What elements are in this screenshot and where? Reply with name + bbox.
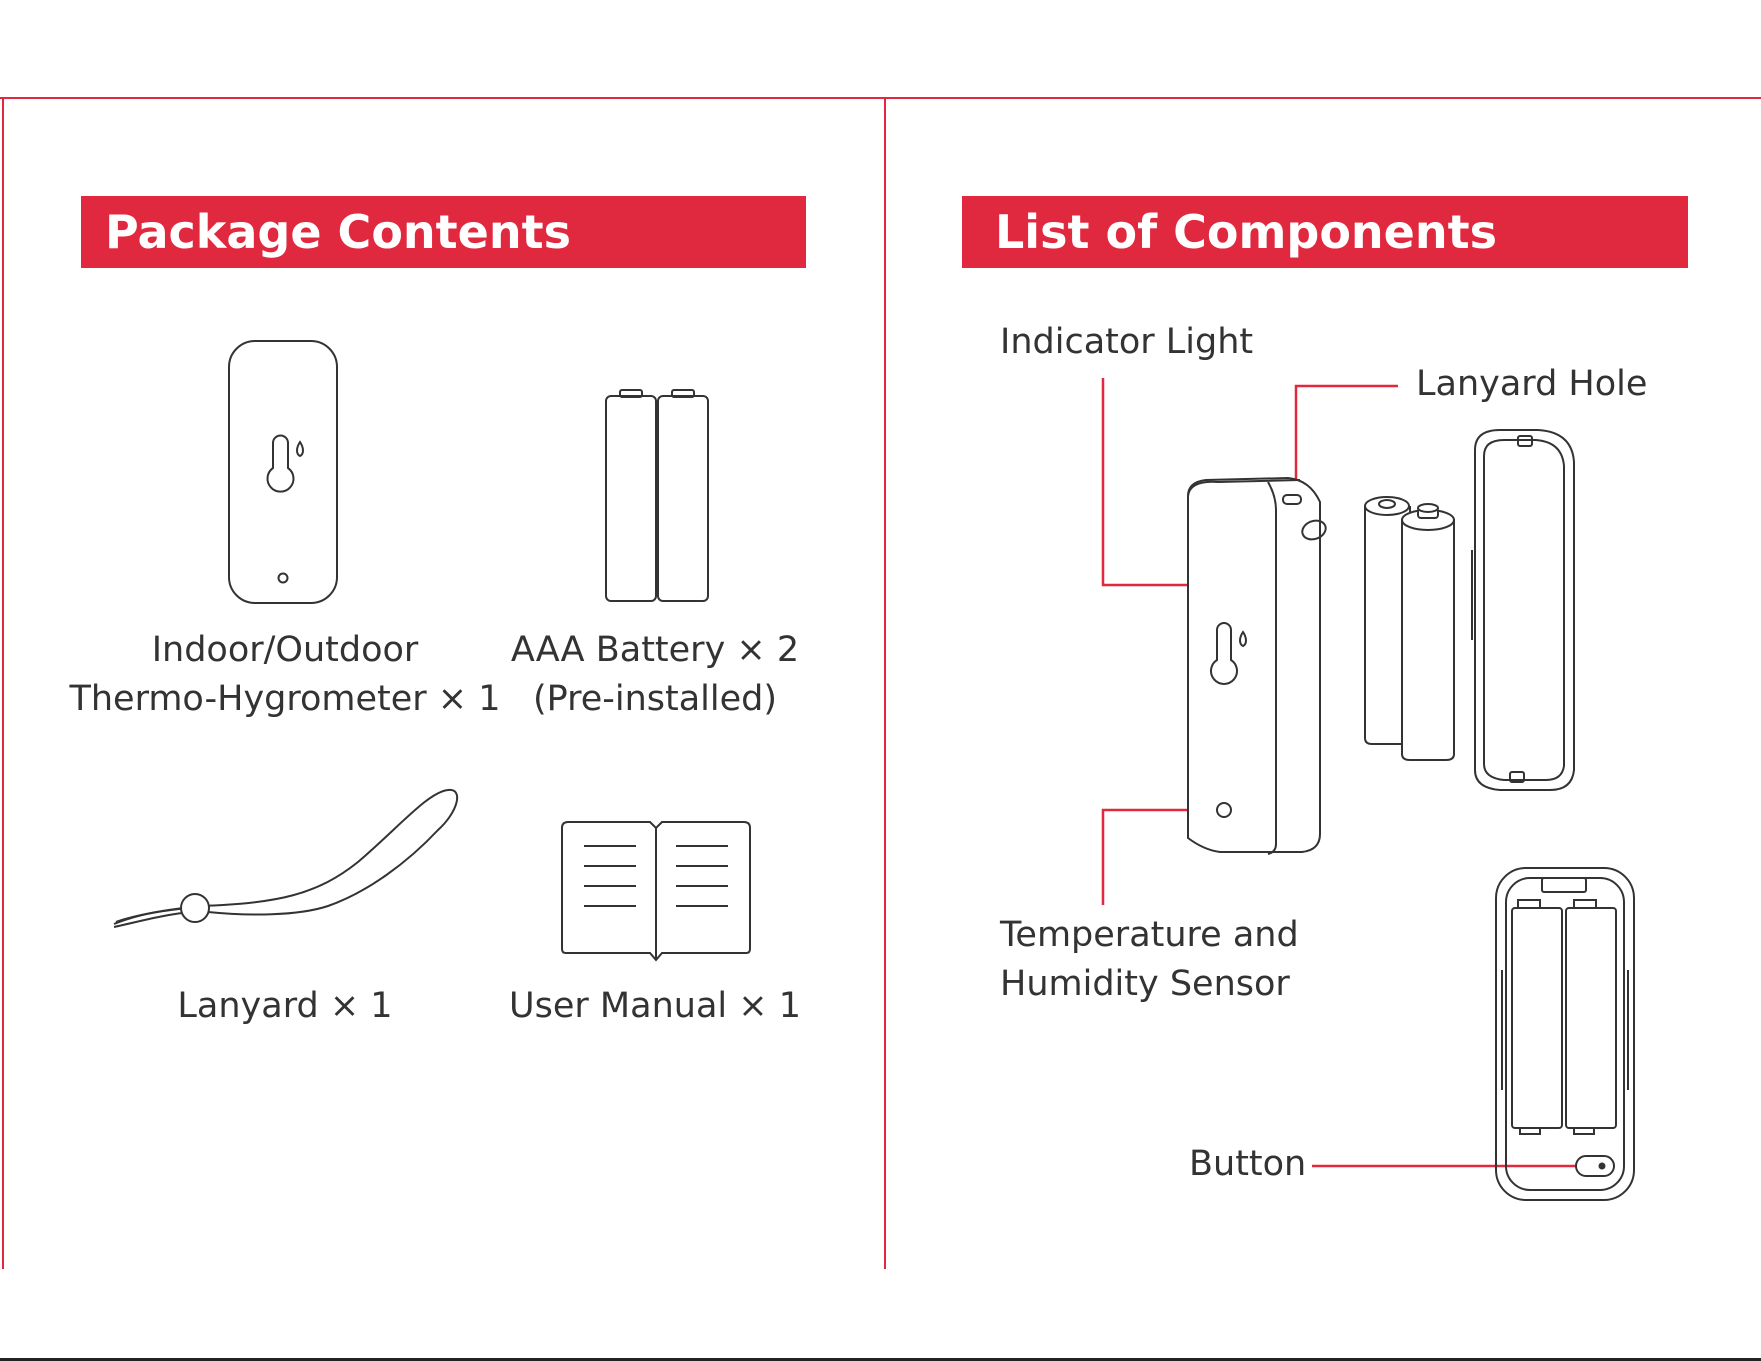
thermo-hygrometer-label-line2: Thermo-Hygrometer × 1 — [60, 675, 510, 724]
battery-label-line2: (Pre-installed) — [500, 675, 810, 724]
manual-label: User Manual × 1 — [500, 982, 810, 1031]
back-cover-icon — [1472, 430, 1574, 790]
device-back-icon — [1496, 868, 1634, 1200]
thermo-hygrometer-icon — [226, 338, 340, 606]
button-text: Button — [1189, 1140, 1306, 1189]
lanyard-hole-label: Lanyard Hole — [1416, 360, 1647, 409]
lanyard-hole-text: Lanyard Hole — [1416, 360, 1647, 409]
battery-pair-icon — [1365, 497, 1454, 760]
thermo-hygrometer-caption: Indoor/Outdoor Thermo-Hygrometer × 1 — [60, 626, 510, 724]
battery-label-line1: AAA Battery × 2 — [500, 626, 810, 675]
button-label: Button — [1189, 1140, 1306, 1189]
manual-caption: User Manual × 1 — [500, 982, 810, 1031]
package-contents-heading: Package Contents — [81, 196, 806, 268]
components-title: List of Components — [995, 205, 1497, 259]
lanyard-caption: Lanyard × 1 — [60, 982, 510, 1031]
component-diagram — [1080, 370, 1680, 1210]
top-border-line — [0, 97, 1761, 99]
manual-book-icon — [560, 820, 752, 960]
sensor-text-line1: Temperature and — [1000, 911, 1299, 960]
battery-icon — [602, 388, 712, 604]
lanyard-icon — [108, 782, 458, 932]
indicator-light-text: Indicator Light — [1000, 318, 1253, 367]
lanyard-hole-leader — [1296, 386, 1398, 498]
components-heading: List of Components — [962, 196, 1688, 268]
package-contents-title: Package Contents — [105, 205, 571, 259]
battery-caption: AAA Battery × 2 (Pre-installed) — [500, 626, 810, 724]
left-border-line — [2, 97, 4, 1269]
indicator-light-label: Indicator Light — [1000, 318, 1253, 367]
device-front-icon — [1188, 478, 1328, 854]
thermo-hygrometer-label-line1: Indoor/Outdoor — [60, 626, 510, 675]
center-divider-line — [884, 97, 886, 1269]
lanyard-label: Lanyard × 1 — [60, 982, 510, 1031]
sensor-label: Temperature and Humidity Sensor — [1000, 911, 1299, 1009]
sensor-text-line2: Humidity Sensor — [1000, 960, 1299, 1009]
